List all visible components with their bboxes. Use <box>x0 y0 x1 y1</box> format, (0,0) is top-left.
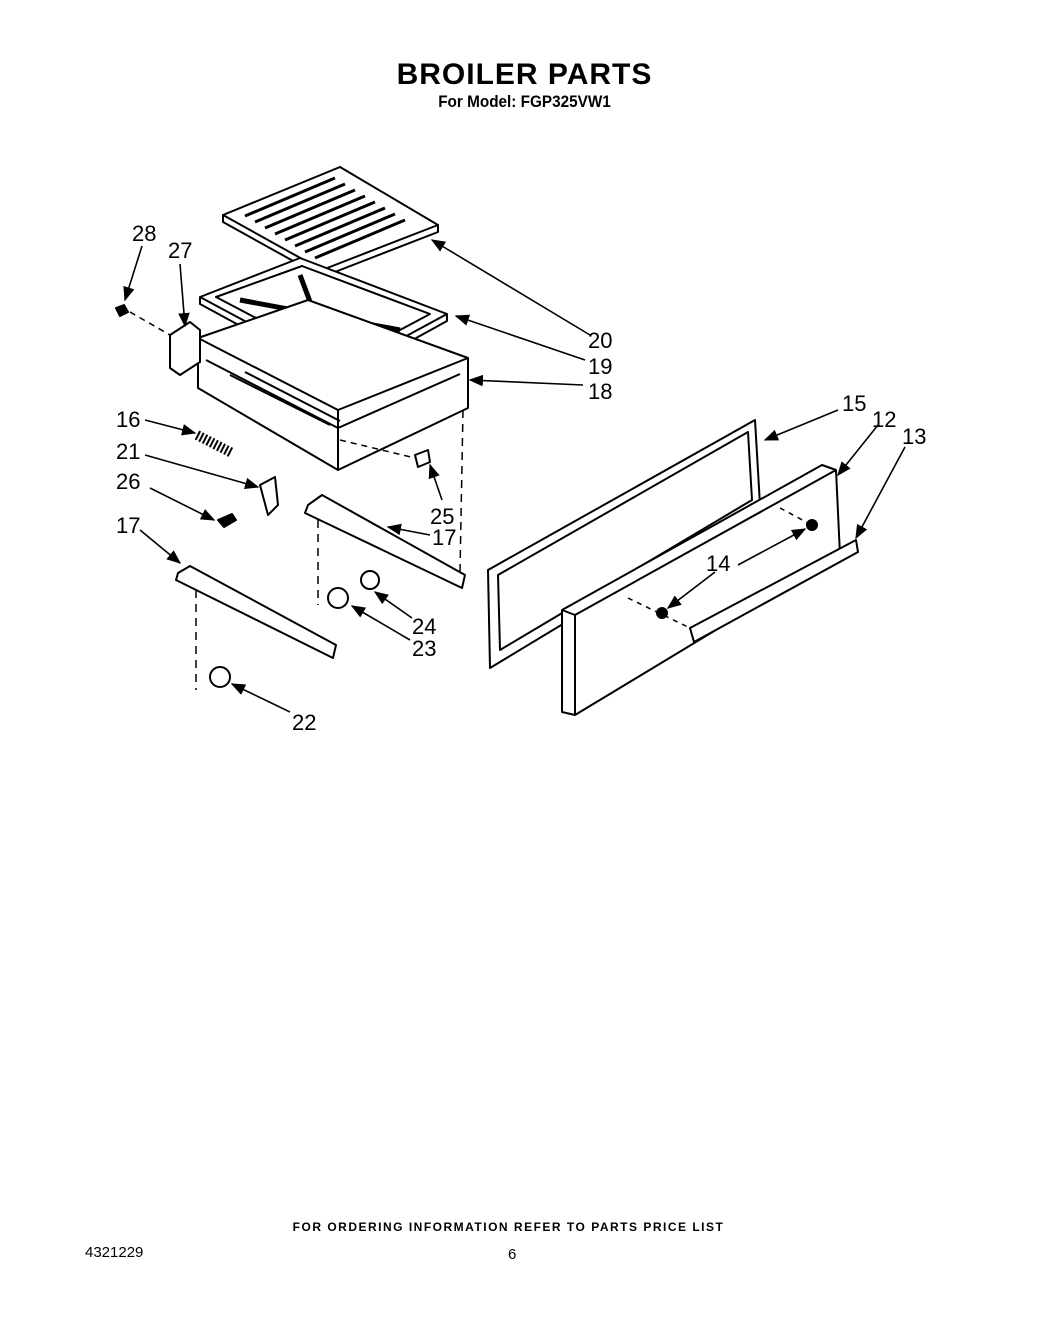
broiler-drawer-body-part <box>197 299 469 471</box>
leader-25 <box>428 463 443 501</box>
callout-28: 28 <box>132 221 156 246</box>
callout-24: 24 <box>412 614 436 639</box>
dash-line-14b <box>627 597 691 629</box>
callout-13: 13 <box>902 424 926 449</box>
latch-part <box>259 476 279 516</box>
leader-12 <box>837 424 879 477</box>
leader-24 <box>373 591 413 619</box>
screw-26-part <box>217 513 237 528</box>
screw-28-part <box>115 304 129 317</box>
slide-rail-lower-part <box>175 565 337 659</box>
callout-15: 15 <box>842 391 866 416</box>
leader-28 <box>123 245 143 302</box>
roller-24-part <box>360 570 380 590</box>
leader-14a <box>737 528 807 566</box>
leader-16 <box>144 419 197 436</box>
spring-part <box>194 430 235 458</box>
leader-17b <box>139 529 182 564</box>
callout-23: 23 <box>412 636 436 661</box>
callout-12: 12 <box>872 407 896 432</box>
slide-rail-upper-part <box>304 494 466 589</box>
callout-16: 16 <box>116 407 140 432</box>
leader-15 <box>763 409 839 441</box>
roller-23-part <box>327 587 349 609</box>
callout-19: 19 <box>588 354 612 379</box>
leader-26 <box>149 487 216 521</box>
callout-22: 22 <box>292 710 316 735</box>
door-handle-trim-part <box>689 539 859 643</box>
leader-17a <box>386 523 431 536</box>
leader-21 <box>144 454 260 490</box>
leader-20 <box>430 239 591 336</box>
callout-14: 14 <box>706 551 730 576</box>
callout-18: 18 <box>588 379 612 404</box>
leader-18 <box>468 374 584 387</box>
callout-17-lower: 17 <box>116 513 140 538</box>
leader-23 <box>350 605 411 641</box>
leader-19 <box>454 314 586 361</box>
leader-13 <box>855 446 906 540</box>
leader-22 <box>230 683 291 713</box>
spacer-14a-part <box>806 519 818 531</box>
ordering-note: FOR ORDERING INFORMATION REFER TO PARTS … <box>292 1220 725 1234</box>
dash-line-28 <box>129 311 171 336</box>
page-title: BROILER PARTS <box>396 58 653 91</box>
callout-20: 20 <box>588 328 612 353</box>
document-number: 4321229 <box>85 1244 144 1261</box>
page-number: 6 <box>508 1246 517 1263</box>
leader-27 <box>178 263 190 328</box>
dash-line-25 <box>339 439 416 459</box>
guide-line-right <box>459 409 464 573</box>
clip-25-part <box>414 449 431 468</box>
broiler-grid-part <box>222 166 439 278</box>
callout-27: 27 <box>168 238 192 263</box>
model-subtitle: For Model: FGP325VW1 <box>438 92 611 111</box>
callout-21: 21 <box>116 439 140 464</box>
leader-14b <box>666 571 716 609</box>
callout-26: 26 <box>116 469 140 494</box>
roller-22-part <box>209 666 231 688</box>
callout-17-upper: 17 <box>432 525 456 550</box>
callout-25: 25 <box>430 504 454 529</box>
side-bracket-part <box>169 321 201 376</box>
